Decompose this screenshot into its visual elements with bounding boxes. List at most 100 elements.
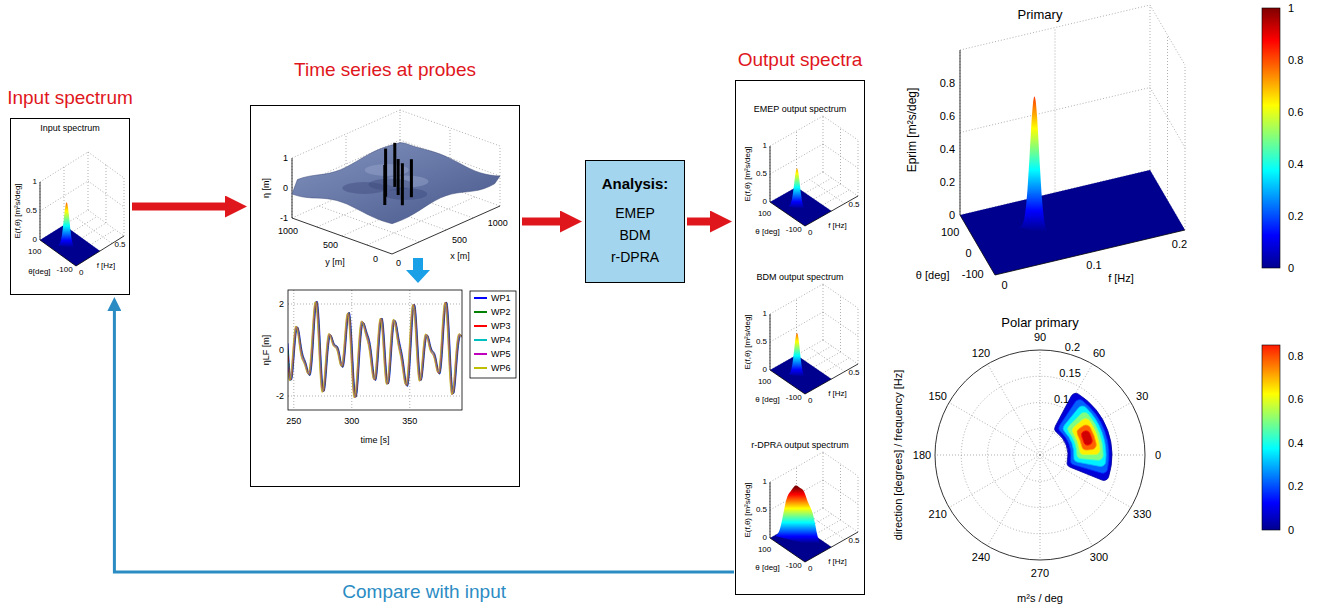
grid-line [935,455,1040,456]
axis-line [960,215,995,275]
axis-title: f [Hz] [1108,273,1134,284]
wave-shading [369,178,413,190]
tick-label: 350 [402,417,417,426]
grid-line [840,128,841,184]
polar-contour [1077,425,1096,450]
tick-label: 0 [373,255,378,264]
angle-label: 270 [1031,568,1049,579]
plot-title: Polar primary [1001,316,1078,329]
grid-line [40,182,41,240]
tick-label: -100 [786,226,802,234]
legend-text: WP6 [491,364,511,373]
axis-title: θ [deg] [755,564,779,572]
tick-label: 0.4 [940,144,955,155]
spectral-peak [775,486,823,549]
axis-line [960,50,961,215]
wave-probe [384,149,387,197]
tick-label: 0 [279,346,284,355]
grid-line [1167,35,1168,200]
wave-probe [393,143,396,187]
tick-label: 100 [758,378,771,386]
axis-title: ηLF [m] [262,335,271,366]
tick-label: 1 [283,154,288,163]
grid-line [288,396,462,397]
axis-title: f [Hz] [828,390,847,398]
axis-title: f [Hz] [828,222,847,230]
axis-line [770,538,805,562]
axis-line [770,202,805,226]
angle-label: 150 [929,391,947,402]
colorbar-tick: 0 [1288,263,1294,274]
output-spectrum-plot [770,116,858,226]
radius-label: 0.1 [1054,393,1069,404]
method-name: EMEP [592,202,678,224]
axis-line [770,146,771,202]
legend-text: WP4 [491,336,511,345]
tick-label: 0.5 [114,241,125,249]
grid-line [949,455,1040,508]
time-series-line [288,301,462,397]
angle-label: 120 [972,347,990,358]
colorbar-tick: 0.6 [1288,394,1303,405]
tick-label: 0.1 [1086,259,1101,270]
axis-title: x [m] [450,252,470,261]
axis-title: direction [degrees] / frequency [Hz] [893,370,904,541]
grid-line [840,296,841,352]
angle-label: 300 [1090,552,1108,563]
tick-label: 0.5 [756,338,767,346]
tick-label: 0.2 [1172,239,1187,250]
wave-surface [292,143,500,224]
tick-label: 1000 [488,219,508,228]
axis-line [995,230,1185,275]
legend-swatch [474,353,487,355]
tick-label: 0.5 [848,369,859,377]
legend-swatch [474,297,487,299]
axis-title: θ[deg] [28,268,50,276]
output-spectrum-plot [770,452,858,562]
grid-line [988,364,1041,455]
unit-label: m²s / deg [1017,593,1063,604]
flow-arrow [132,203,225,211]
radius-label: 0.15 [1059,367,1080,378]
grid-line [770,146,771,202]
tick-label: 1 [763,142,767,150]
tick-label: 0 [808,565,812,573]
spectral-peak [788,168,806,210]
panel-heading: Output spectra [738,50,863,71]
plot-frame [288,290,462,410]
axis-title: E(f,θ) [m²s/deg] [744,146,752,201]
legend-text: WP1 [491,294,511,303]
tick-label: 100 [758,210,771,218]
primary-spectrum-plot [960,5,1185,275]
colorbar-tick: 0.4 [1288,437,1303,448]
grid-line [292,158,293,218]
legend-swatch [474,339,487,341]
polar-contour [1063,406,1106,467]
tick-label: 1 [763,478,767,486]
axis-title: E(f,θ) [m²s/deg] [744,314,752,369]
axis-title: E(f,θ) [m²s/deg] [744,482,752,537]
spectral-peak [1019,96,1051,235]
down-arrow [406,258,430,283]
axis-line [292,218,392,254]
tick-label: 0 [763,534,767,542]
tick-label: 0.5 [756,506,767,514]
panel-heading: Time series at probes [294,60,476,81]
angle-label: 90 [1034,332,1046,343]
time-series-line [288,302,462,398]
axis-line [770,370,805,394]
tick-label: 0.5 [848,537,859,545]
polar-contour [1055,393,1112,480]
colorbar-tick: 0.2 [1288,211,1303,222]
grid-line [840,464,841,520]
axis-title: θ [deg] [755,396,779,404]
grid-line [770,314,771,370]
axis-line [40,182,41,240]
tick-label: -100 [786,394,802,402]
angle-label: 60 [1093,347,1105,358]
connector-label: Compare with input [340,582,508,601]
axis-line [770,314,771,370]
polar-contour [1059,400,1109,474]
